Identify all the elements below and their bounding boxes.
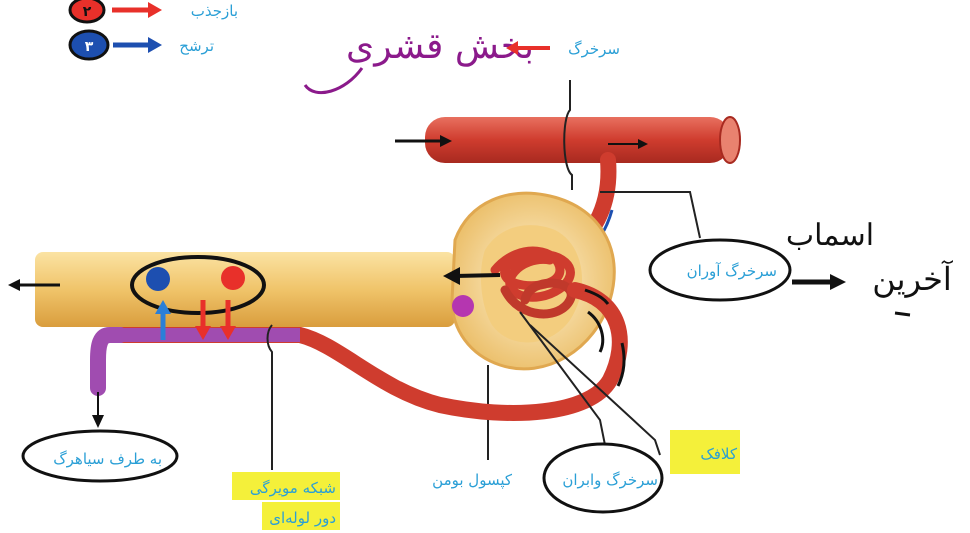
legend: ۲ بازجذب ۳ ترشح	[70, 0, 238, 59]
handwriting-cortex: بخش قشری	[346, 26, 534, 67]
handwriting-dash	[895, 313, 910, 315]
secretion-arrowhead-icon	[148, 37, 162, 53]
legend-number-3: ۳	[85, 39, 94, 55]
tubule-out-arrowhead-icon	[8, 279, 20, 291]
label-efferent: سرخرگ وابران	[562, 471, 658, 489]
legend-number-2: ۲	[83, 4, 92, 20]
secretion-dot	[146, 267, 170, 291]
label-glomerulus: کلافک	[700, 445, 738, 463]
label-afferent: سرخرگ آوران	[687, 262, 777, 280]
vein-arrowhead-icon	[92, 415, 104, 428]
reabsorption-arrowhead-icon	[148, 2, 162, 18]
label-capillary-2: دور لوله‌ای	[269, 509, 336, 527]
legend-item-secretion: ۳ ترشح	[70, 31, 214, 59]
reabsorption-dot	[221, 266, 245, 290]
afferent-note-arrowhead-icon	[830, 274, 846, 290]
handwriting-right-1: اسماب	[786, 218, 874, 253]
filtration-marker	[452, 295, 474, 317]
legend-item-reabsorption: ۲ بازجذب	[70, 0, 238, 22]
peritubular-capillary	[98, 335, 120, 388]
filtration-arrow-icon	[455, 275, 500, 276]
artery	[395, 80, 740, 190]
legend-label-reabsorption: بازجذب	[191, 2, 238, 20]
legend-label-secretion: ترشح	[179, 37, 214, 55]
capillary-leader-line	[268, 325, 273, 470]
handwriting-right-2: آخرین	[872, 259, 954, 298]
afferent-leader-line	[600, 192, 700, 238]
label-artery: سرخرگ	[568, 40, 620, 58]
label-capillary-1: شبکه مویرگی	[250, 479, 336, 497]
handwriting-stroke	[305, 68, 362, 93]
artery-opening	[720, 117, 740, 163]
artery-body	[425, 117, 730, 163]
label-to-vein: به طرف سیاهرگ	[53, 450, 162, 468]
label-bowman: کپسول بومن	[432, 471, 513, 490]
